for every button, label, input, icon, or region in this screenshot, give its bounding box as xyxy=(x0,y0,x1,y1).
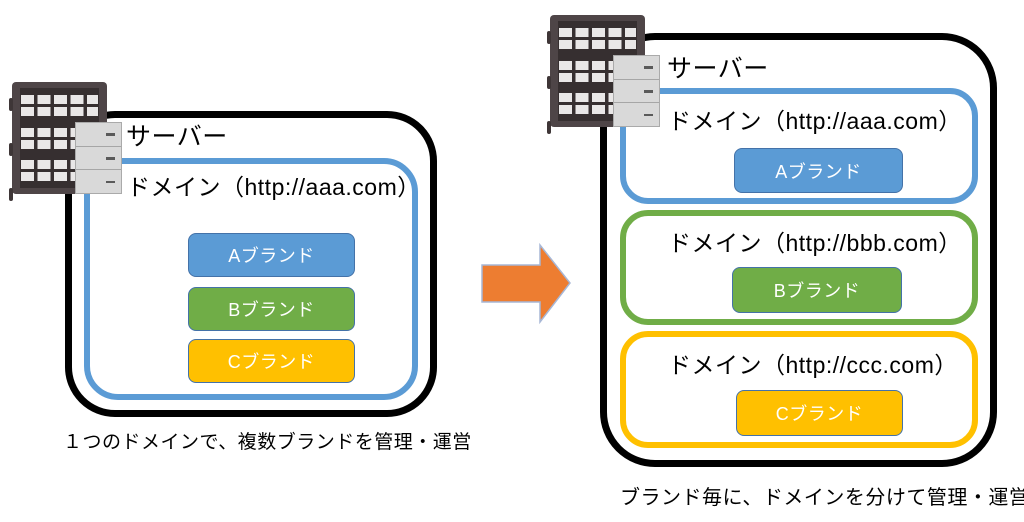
drive-slot-icon xyxy=(644,90,653,93)
server-tower-icon xyxy=(75,122,122,194)
brand-a-box: Aブランド xyxy=(188,233,355,277)
drive-slot-icon xyxy=(644,66,653,69)
drive-slot-icon xyxy=(106,157,115,160)
brand-b-box: Bブランド xyxy=(188,287,355,331)
cabinet-hinges xyxy=(9,98,13,111)
server-tower-icon xyxy=(613,55,660,127)
right-domain-frame-bbb xyxy=(620,210,978,325)
left-server-label: サーバー xyxy=(126,123,228,151)
brand-a-box: Aブランド xyxy=(734,148,903,193)
cabinet-hinges xyxy=(547,31,551,44)
server-rack-icon xyxy=(9,82,124,194)
drive-bay xyxy=(76,147,121,171)
left-domain-frame xyxy=(84,158,418,400)
brand-c-box: Cブランド xyxy=(188,339,355,383)
transition-arrow-icon xyxy=(481,242,571,325)
drive-slot-icon xyxy=(644,113,653,117)
server-rack-icon xyxy=(547,15,662,127)
drive-bay xyxy=(76,123,121,147)
right-domain-label-aaa: ドメイン（http://aaa.com） xyxy=(668,108,962,134)
right-server-frame xyxy=(600,33,997,467)
right-domain-label-ccc: ドメイン（http://ccc.com） xyxy=(668,352,958,378)
arrow-shape xyxy=(481,242,571,325)
right-caption: ブランド毎に、ドメインを分けて管理・運営 xyxy=(620,487,1024,509)
right-server-label: サーバー xyxy=(667,55,769,83)
drive-slot-icon xyxy=(106,133,115,136)
drive-slot-icon xyxy=(106,180,115,184)
right-domain-frame-aaa xyxy=(620,88,978,204)
left-caption: １つのドメインで、複数ブランドを管理・運営 xyxy=(63,432,472,453)
left-domain-label: ドメイン（http://aaa.com） xyxy=(127,174,421,200)
drive-bay xyxy=(614,103,659,126)
brand-b-box: Bブランド xyxy=(732,267,902,313)
drive-bay xyxy=(614,80,659,104)
brand-c-box: Cブランド xyxy=(736,390,903,436)
right-domain-frame-ccc xyxy=(620,331,978,448)
drive-bay xyxy=(614,56,659,80)
rack-lights-row xyxy=(559,28,636,49)
left-server-frame xyxy=(65,111,437,417)
drive-bay xyxy=(76,170,121,193)
rack-lights-row xyxy=(21,95,98,116)
right-domain-label-bbb: ドメイン（http://bbb.com） xyxy=(668,230,962,256)
